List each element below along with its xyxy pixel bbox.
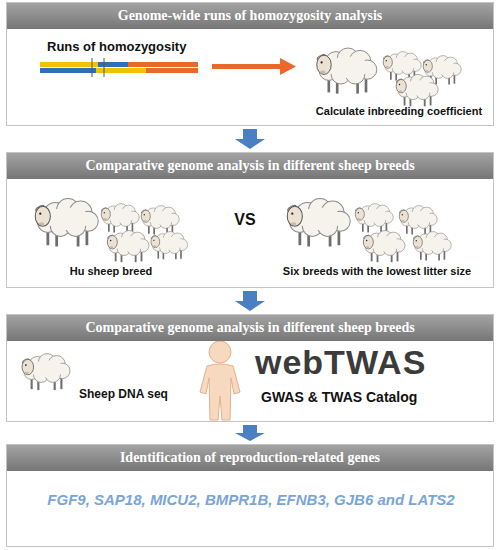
- logo-text: webTWAS: [255, 343, 426, 382]
- flow-arrow: [235, 291, 265, 311]
- header-text: Comparative genome analysis in different…: [85, 320, 414, 336]
- panel-caption: Calculate inbreeding coefficient: [316, 105, 482, 117]
- panel-box: Genome-wide runs of homozygosity analysi…: [6, 2, 494, 126]
- flow-arrow: [235, 129, 265, 149]
- panel-box: Comparative genome analysis in different…: [6, 314, 494, 422]
- panel-text: Runs of homozygosity: [47, 39, 186, 54]
- panel-caption: Sheep DNA seq: [79, 387, 168, 401]
- header-text: Genome-wide runs of homozygosity analysi…: [118, 8, 382, 24]
- panel-box: Comparative genome analysis in different…: [6, 152, 494, 288]
- group-caption: Hu sheep breed: [70, 265, 153, 277]
- header-text: Comparative genome analysis in different…: [85, 158, 414, 174]
- vs-text: VS: [234, 211, 255, 229]
- header-bar: Genome-wide runs of homozygosity analysi…: [7, 3, 493, 29]
- header-bar: Identification of reproduction-related g…: [7, 445, 493, 471]
- group-caption: Six breeds with the lowest litter size: [283, 265, 471, 277]
- header-bar: Comparative genome analysis in different…: [7, 153, 493, 179]
- flow-arrow: [235, 425, 265, 441]
- gene-list: FGF9, SAP18, MICU2, BMPR1B, EFNB3, GJB6 …: [47, 491, 454, 508]
- header-text: Identification of reproduction-related g…: [120, 450, 380, 466]
- header-bar: Comparative genome analysis in different…: [7, 315, 493, 341]
- panel-caption: GWAS & TWAS Catalog: [261, 389, 417, 405]
- panel-box: Identification of reproduction-related g…: [6, 444, 494, 547]
